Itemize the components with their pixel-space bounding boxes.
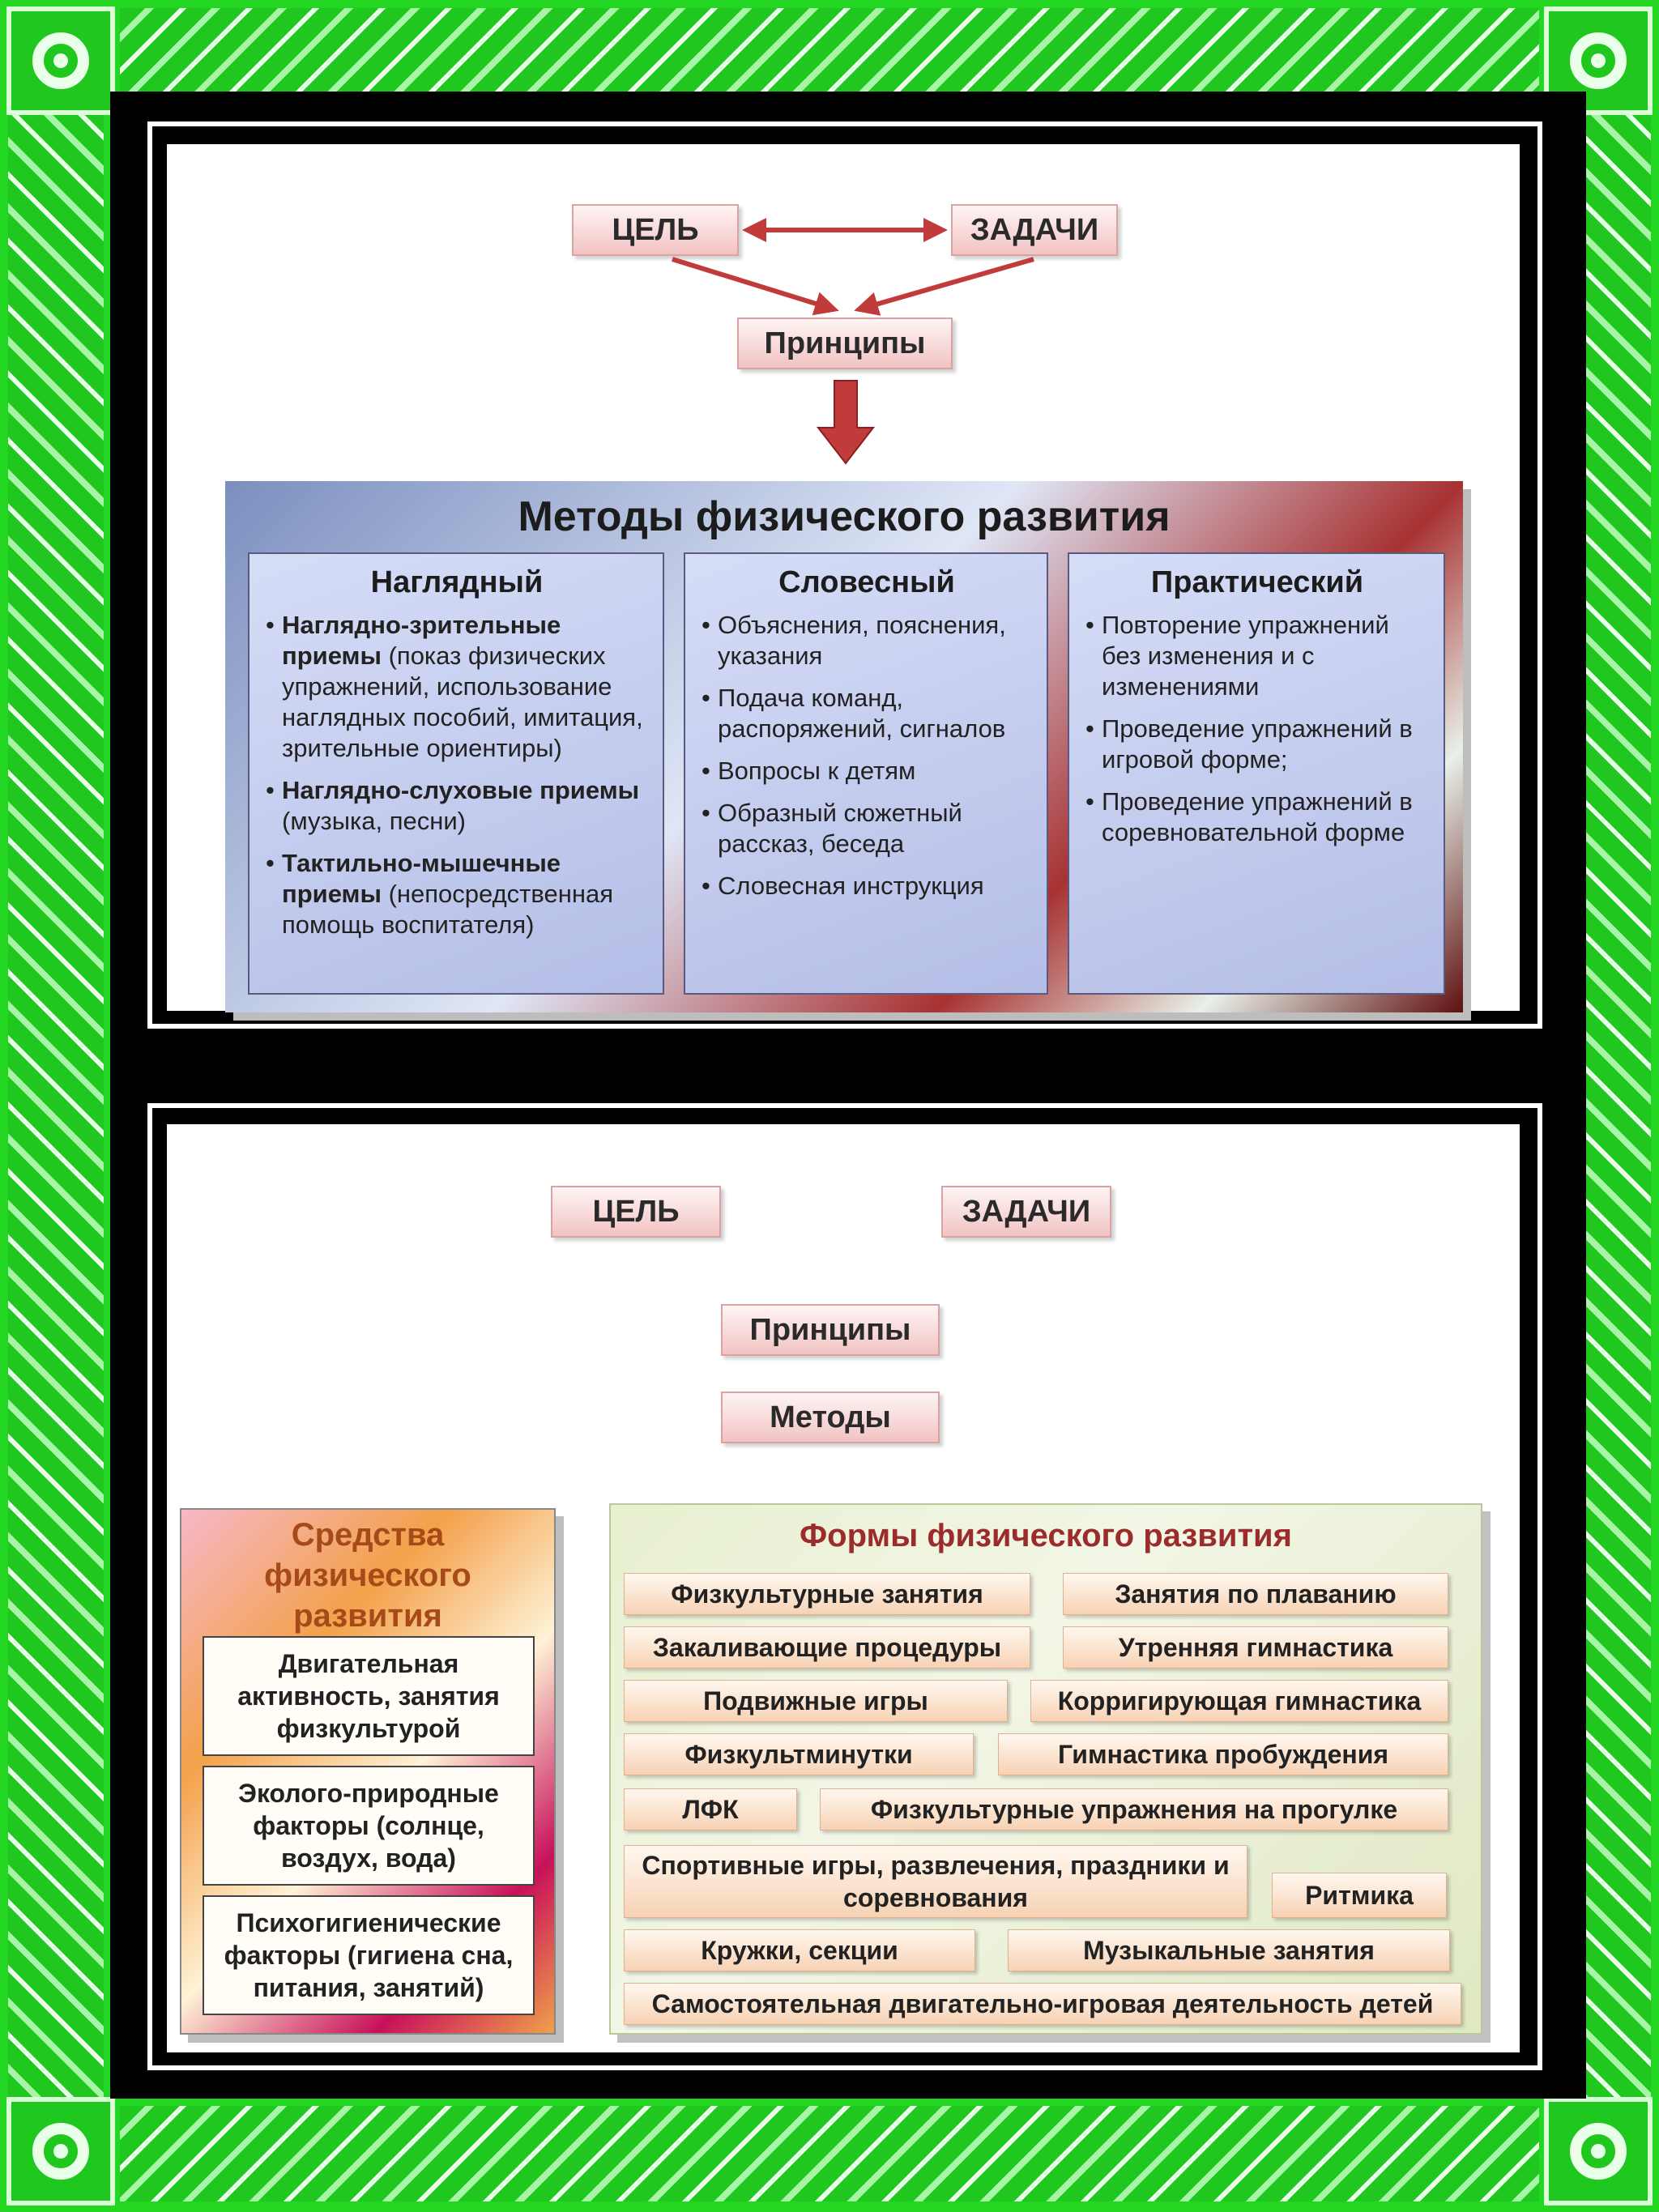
top-goal-principles-arrow [672,257,839,316]
bottom-slide-frame [147,1103,1542,2070]
bottom-tasks-box: ЗАДАЧИ [941,1186,1111,1238]
method-item: Повторение упражнений без изменения и с … [1085,610,1431,702]
corner-ornament-bottom-right [1544,2097,1653,2206]
method-list: Наглядно-зрительные приемы (показ физиче… [264,610,650,940]
method-column-title: Наглядный [370,565,544,599]
method-item: Тактильно-мышечные приемы (непосредствен… [266,848,650,940]
top-principles-methods-arrow [816,380,876,465]
corner-ornament-top-left [6,6,115,115]
bottom-methods-box: Методы [721,1392,940,1443]
method-item: Вопросы к детям [702,756,1034,786]
method-column-title: Практический [1150,565,1364,599]
form-item: ЛФК [624,1788,797,1831]
form-item: Корригирующая гимнастика [1030,1680,1448,1722]
bottom-goal-box: ЦЕЛЬ [551,1186,721,1238]
methods-title: Методы физического развития [518,493,1171,540]
corner-ornament-bottom-left [6,2097,115,2206]
method-column-title: Словесный [778,565,955,599]
method-item: Словесная инструкция [702,871,1034,901]
corner-ornament-top-right [1544,6,1653,115]
form-item: Музыкальные занятия [1008,1929,1450,1971]
method-column-practical: Практический Повторение упражнений без и… [1068,552,1445,995]
form-item: Гимнастика пробуждения [998,1733,1448,1775]
method-item: Подача команд, распоряжений, сигналов [702,683,1034,744]
top-tasks-box: ЗАДАЧИ [951,204,1118,256]
method-item: Проведение упражнений в игровой форме; [1085,714,1431,775]
top-goal-box: ЦЕЛЬ [572,204,739,256]
form-item: Кружки, секции [624,1929,975,1971]
method-item: Проведение упражнений в соревновательной… [1085,786,1431,848]
method-column-visual: Наглядный Наглядно-зрительные приемы (по… [248,552,664,995]
form-item: Спортивные игры, развлечения, праздники … [624,1845,1247,1918]
form-item: Утренняя гимнастика [1063,1626,1448,1669]
form-item: Физкультурные занятия [624,1573,1030,1615]
form-item: Физкультминутки [624,1733,974,1775]
method-item: Наглядно-зрительные приемы (показ физиче… [266,610,650,764]
means-item: Двигательная активность, занятия физкуль… [203,1636,535,1756]
form-item: Занятия по плаванию [1063,1573,1448,1615]
means-item: Эколого-природные факторы (солнце, возду… [203,1766,535,1886]
form-item: Подвижные игры [624,1680,1008,1722]
forms-title: Формы физического развития [800,1518,1292,1554]
border-top [120,8,1539,104]
method-column-verbal: Словесный Объяснения, пояснения, указани… [684,552,1048,995]
form-item: Закаливающие процедуры [624,1626,1030,1669]
method-item: Объяснения, пояснения, указания [702,610,1034,671]
method-item: Образный сюжетный рассказ, беседа [702,798,1034,859]
top-slide-frame [147,121,1542,1029]
border-left [8,113,104,2098]
form-item: Самостоятельная двигательно-игровая деят… [624,1983,1461,2025]
method-list: Повторение упражнений без изменения и с … [1084,610,1431,848]
means-item: Психогигиенические факторы (гигиена сна,… [203,1895,535,2015]
form-item: Ритмика [1272,1873,1447,1918]
top-principles-box: Принципы [737,318,953,369]
bottom-principles-box: Принципы [721,1304,940,1356]
border-bottom [120,2106,1539,2201]
method-item: Наглядно-слуховые приемы (музыка, песни) [266,775,650,837]
method-list: Объяснения, пояснения, указания Подача к… [700,610,1034,901]
top-tasks-principles-arrow [854,257,1034,316]
means-title: Средства физического развития [264,1517,471,1634]
form-item: Физкультурные упражнения на прогулке [820,1788,1448,1831]
